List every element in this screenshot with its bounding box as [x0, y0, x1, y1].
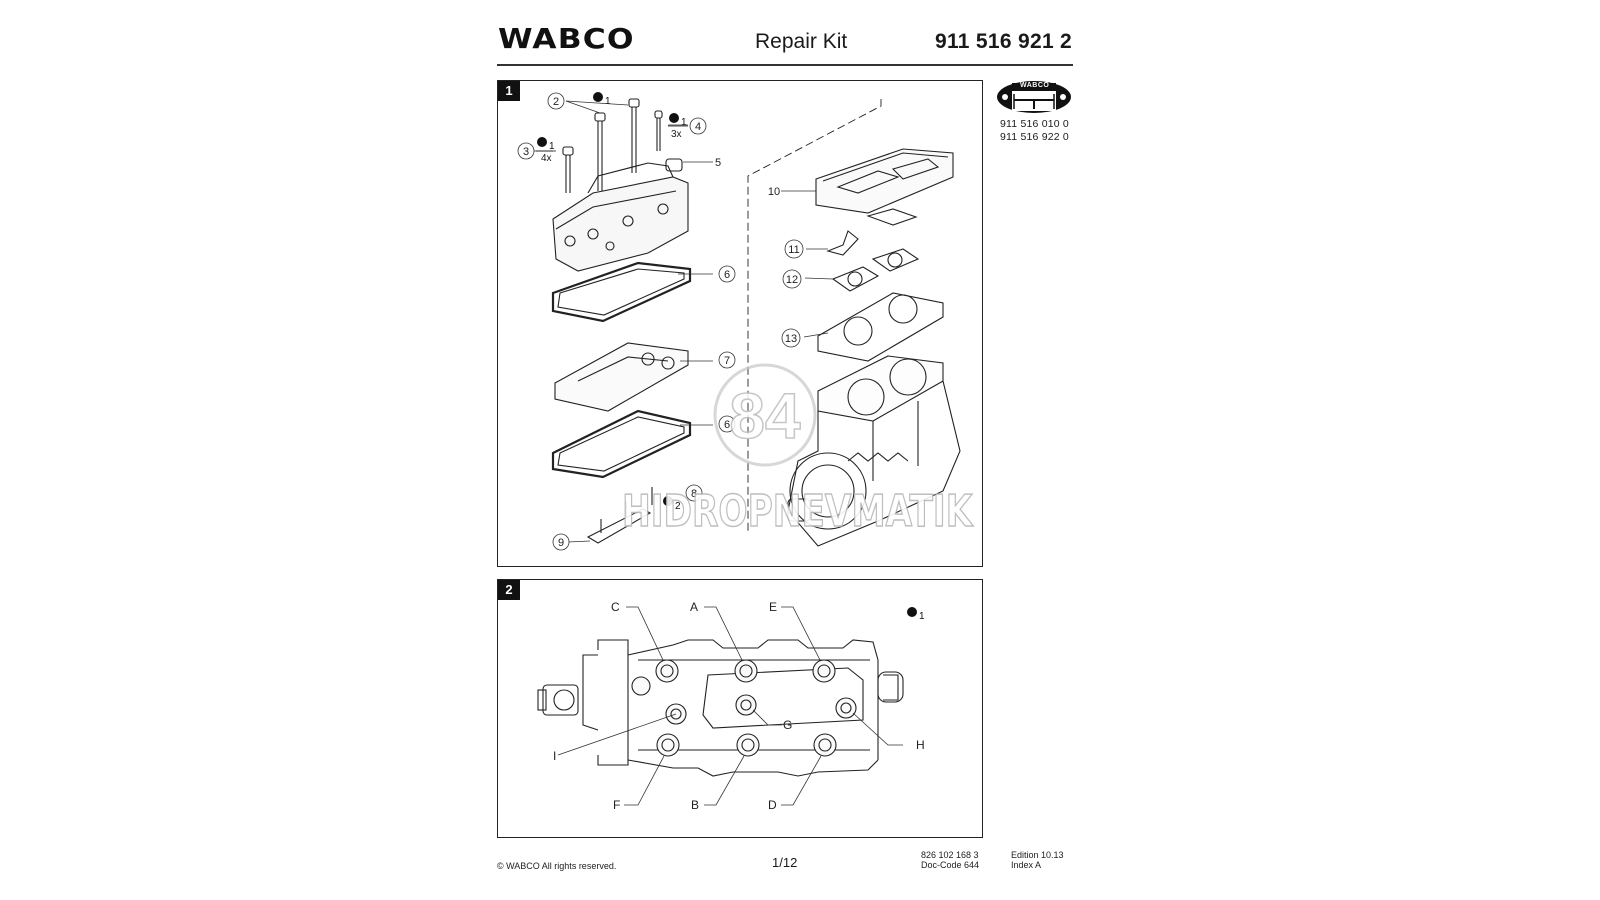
copyright: © WABCO All rights reserved.: [497, 861, 617, 871]
svg-text:12: 12: [786, 274, 798, 286]
svg-text:2: 2: [553, 96, 559, 108]
svg-text:4: 4: [695, 121, 701, 133]
callout-7: 7: [718, 351, 736, 369]
callout-11: 11: [784, 239, 804, 259]
svg-text:6: 6: [724, 419, 730, 431]
svg-text:84: 84: [729, 380, 801, 452]
point-label-d: D: [768, 798, 777, 812]
point-label-a: A: [690, 600, 698, 614]
panel-number-1: 1: [498, 81, 520, 101]
wabco-logo: WABCO: [498, 22, 635, 55]
point-label-f: F: [613, 798, 620, 812]
callout-4: 4: [689, 117, 707, 135]
index: Index A: [1011, 860, 1042, 870]
svg-text:1: 1: [681, 117, 687, 128]
badge-code-1: 911 516 010 0: [1000, 118, 1069, 130]
wabco-badge: WABCO: [996, 80, 1072, 114]
svg-text:1: 1: [919, 611, 925, 622]
point-label-b: B: [691, 798, 699, 812]
svg-text:9: 9: [558, 537, 564, 549]
callout-6b: 6: [718, 415, 736, 433]
head-top-view-panel: 2: [497, 579, 983, 838]
head-top-view-drawing: C A E G H I F B D 1: [537, 600, 925, 812]
point-label-h: H: [916, 738, 925, 752]
watermark-emblem: 84: [705, 350, 825, 480]
point-label-e: E: [769, 600, 777, 614]
svg-text:1: 1: [605, 96, 611, 107]
svg-text:3: 3: [523, 146, 529, 158]
callout-13: 13: [781, 328, 801, 348]
svg-text:11: 11: [788, 244, 799, 256]
watermark: HIDROPNEVMATIK: [621, 485, 973, 538]
callout-2: 2: [547, 92, 565, 110]
torque-icon-1c: 1: [669, 113, 687, 128]
exploded-view-drawing: 2 3 4 5 6 7 6 8 9 10 11 12 13 1 1 1 2: [517, 92, 961, 551]
badge-code-2: 911 516 922 0: [1000, 131, 1069, 143]
page-number: 1/12: [772, 855, 798, 870]
svg-text:6: 6: [724, 269, 730, 281]
callout-6a: 6: [718, 265, 736, 283]
callout-9: 9: [552, 533, 570, 551]
callout-5: 5: [715, 157, 721, 169]
badge-graphic: [997, 81, 1071, 113]
qty-label-3x: 3x: [671, 129, 682, 140]
torque-icon-2: 2: [663, 496, 681, 512]
callout-8: 8: [685, 484, 703, 502]
point-label-g: G: [783, 718, 792, 732]
document-title: Repair Kit: [755, 30, 848, 53]
doc-code: Doc-Code 644: [921, 860, 980, 870]
svg-text:2: 2: [675, 501, 681, 512]
torque-icon-1a: 1: [593, 92, 611, 107]
svg-text:1: 1: [549, 141, 555, 152]
callout-3: 3: [517, 142, 535, 160]
bolt-2b: [628, 98, 640, 173]
bolt-3: [562, 146, 574, 193]
part-number: 911 516 921 2: [935, 30, 1073, 53]
point-label-c: C: [611, 600, 620, 614]
panel-number-2: 2: [498, 580, 520, 600]
reference-number: 826 102 168 3: [921, 850, 979, 860]
torque-icon-panel2: 1: [907, 607, 925, 622]
torque-icon-1b: 1: [537, 137, 555, 152]
point-label-i: I: [553, 749, 556, 763]
exploded-view-panel: 1: [497, 80, 983, 567]
svg-text:8: 8: [691, 488, 697, 500]
bolt-4: [654, 110, 663, 151]
svg-text:7: 7: [724, 355, 730, 367]
callout-10: 10: [768, 186, 780, 198]
header-divider: [497, 64, 1073, 66]
qty-label-4x: 4x: [541, 153, 552, 164]
svg-text:13: 13: [785, 333, 797, 345]
edition: Edition 10.13: [1011, 850, 1064, 860]
callout-12: 12: [782, 269, 802, 289]
badge-logo-text: WABCO: [1020, 82, 1050, 89]
